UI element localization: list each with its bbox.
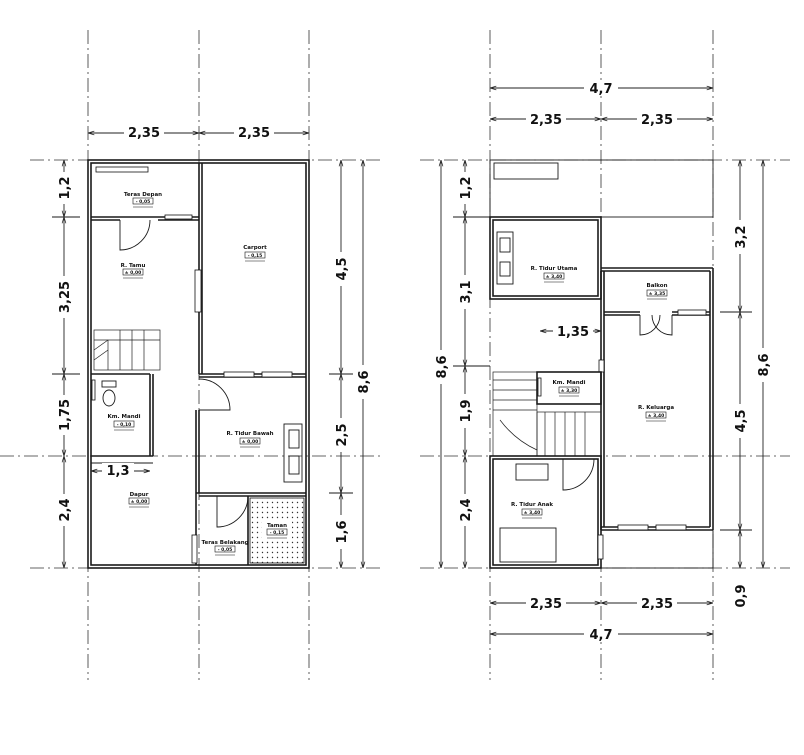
dimension-label: 8,6 <box>357 370 372 393</box>
dimension-label: 3,25 <box>58 281 73 313</box>
dimension-label: 2,35 <box>641 597 673 612</box>
room-label-km-mandi-upper: Km. Mandi ± 3,30 <box>553 380 586 397</box>
dimension-label: 3,1 <box>459 280 474 303</box>
room-level: ± 0,00 <box>131 499 147 505</box>
room-name: Taman <box>267 523 287 529</box>
room-name: Teras Belakang <box>201 540 248 546</box>
dimension-label: 1,9 <box>459 399 474 422</box>
room-name: R. Tidur Utama <box>531 266 578 272</box>
dimension-label: 2,35 <box>530 597 562 612</box>
room-level: - 0,10 <box>117 422 132 428</box>
room-label-r-keluarga: R. Keluarga ± 3,40 <box>638 405 674 422</box>
room-label-r-tidur-bawah: R. Tidur Bawah ± 0,00 <box>226 431 274 448</box>
room-level: ± 3,35 <box>649 291 665 297</box>
room-label-dapur: Dapur ± 0,00 <box>128 492 150 508</box>
dimension-label: 8,6 <box>435 355 450 378</box>
dimension-label: 2,35 <box>530 113 562 128</box>
dimension-label: 2,35 <box>641 113 673 128</box>
dimension-label: 2,4 <box>459 498 474 521</box>
room-label-km-mandi: Km. Mandi - 0,10 <box>108 414 141 431</box>
dimension-label: 1,6 <box>335 520 350 543</box>
room-level: ± 0,00 <box>125 270 141 276</box>
room-name: Balkon <box>647 283 668 289</box>
room-level: ± 3,30 <box>561 388 577 394</box>
room-label-r-tidur-anak: R. Tidur Anak ± 3,40 <box>511 502 553 519</box>
room-label-r-tidur-utama: R. Tidur Utama ± 3,40 <box>531 266 578 283</box>
dimension-label: 0,9 <box>734 584 749 607</box>
dimension-label: 4,5 <box>335 257 350 280</box>
room-level: - 0,05 <box>218 547 233 553</box>
room-label-r-tamu: R. Tamu ± 0,00 <box>121 263 146 279</box>
room-name: Teras Depan <box>124 192 162 198</box>
room-level: ± 0,00 <box>242 439 258 445</box>
dimension-label: 4,7 <box>589 628 612 643</box>
dimension-label: 2,4 <box>58 498 73 521</box>
room-name: R. Keluarga <box>638 405 674 411</box>
room-level: - 0,15 <box>270 530 285 536</box>
dimension-label: 1,3 <box>106 464 129 479</box>
room-label-teras-belakang: Teras Belakang - 0,05 <box>201 540 249 556</box>
dimension-label: 1,75 <box>58 399 73 431</box>
dimension-label: 3,2 <box>734 225 749 248</box>
dimension-label: 4,5 <box>734 409 749 432</box>
dimension-label: 1,2 <box>58 176 73 199</box>
ground-floor-dimensions: 2,35 2,35 1,2 3,25 1,75 2,4 4,5 2,5 1,6 … <box>52 124 372 568</box>
room-name: Km. Mandi <box>108 414 141 420</box>
room-label-taman: Taman - 0,15 <box>262 521 292 541</box>
room-name: R. Tamu <box>121 263 146 269</box>
room-level: ± 3,40 <box>648 413 664 419</box>
upper-floor-dimensions: 4,7 2,35 2,35 8,6 1,2 3,1 1,9 2,4 3,2 4, <box>432 80 772 643</box>
room-name: R. Tidur Bawah <box>226 431 273 437</box>
dimension-label: 8,6 <box>757 353 772 376</box>
room-name: Carport <box>243 245 267 251</box>
ground-floor-plan <box>87 159 310 569</box>
room-name: R. Tidur Anak <box>511 502 553 508</box>
dimension-label: 1,35 <box>557 325 589 340</box>
room-level: - 0,15 <box>248 253 263 259</box>
dimension-label: 2,35 <box>238 126 270 141</box>
upper-floor-room-labels: R. Tidur Utama ± 3,40 Balkon ± 3,35 Km. … <box>511 266 674 519</box>
room-name: Dapur <box>130 492 149 498</box>
ground-floor-room-labels: Teras Depan - 0,05 R. Tamu ± 0,00 Carpor… <box>108 192 292 556</box>
dimension-label: 2,35 <box>128 126 160 141</box>
dimension-label: 2,5 <box>335 423 350 446</box>
room-level: - 0,05 <box>136 199 151 205</box>
room-name: Km. Mandi <box>553 380 586 386</box>
room-label-balkon: Balkon ± 3,35 <box>647 283 668 300</box>
room-label-carport: Carport - 0,15 <box>243 245 267 262</box>
room-label-teras-depan: Teras Depan - 0,05 <box>124 192 162 208</box>
dimension-label: 1,2 <box>459 176 474 199</box>
upper-floor-plan <box>489 159 714 569</box>
dimension-label: 4,7 <box>589 82 612 97</box>
room-level: ± 3,40 <box>524 510 540 516</box>
room-level: ± 3,40 <box>546 274 562 280</box>
